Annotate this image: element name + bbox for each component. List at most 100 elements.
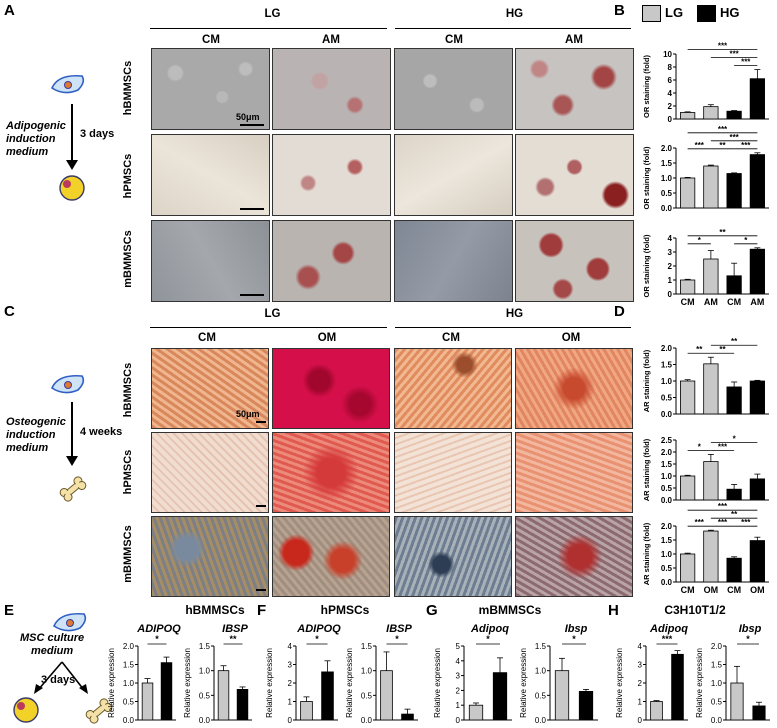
y-tick-label: 2 [456,686,461,695]
arrow-head-a [66,160,78,170]
x-tick-label: CM [727,585,741,595]
bar [680,380,696,415]
sig-label: ** [696,345,703,354]
y-tick-label: 2.0 [661,144,673,153]
bar [726,173,742,209]
y-tick-label: 2 [668,262,673,271]
y-tick-label: 1.0 [361,667,373,676]
group-lg-line-c [150,327,387,328]
row-label-mbmmscs-a: mBMMSCs [122,230,134,288]
group-lg-label: LG [264,8,281,20]
micrograph-a-hpmscs-lg-am [272,134,391,216]
bar [726,488,742,501]
gene-title: IBSP [386,623,412,635]
sig-label: ** [731,337,738,346]
y-tick-label: 0.0 [661,204,673,212]
sig-label: *** [729,50,739,59]
schematic-line-c-2: induction [6,429,56,441]
gene-title: IBSP [222,623,248,635]
bar [236,689,249,721]
y-tick-label: 1.0 [661,550,673,559]
duration-c: 4 weeks [80,426,123,438]
sig-label: ** [719,345,726,354]
micrograph-a-hbmmscs-lg-am [272,48,391,130]
bar [749,154,765,209]
y-tick-label: 3 [288,661,293,670]
y-tick-label: 4 [668,234,673,243]
gene-title: Ibsp [565,623,588,635]
bar [749,380,765,415]
group-hg-line-c [395,327,631,328]
panel-label-g: G [426,602,438,619]
y-axis-label: AR staining (fold) [642,438,651,501]
y-tick-label: 4 [288,642,293,651]
y-tick-label: 2 [638,679,643,688]
micrograph-a-hpmscs-hg-cm [394,134,513,216]
schematic-line-e-2: medium [31,645,74,657]
sig-label: * [315,634,319,644]
arrow-shaft-c [71,402,73,462]
col-om-lg-c: OM [317,332,337,344]
schematic-line-a-3: medium [6,146,49,158]
bar [726,110,742,120]
bar [749,478,765,501]
y-tick-label: 4 [668,89,673,98]
sig-label: * [744,236,748,245]
gene-title: ADIPOQ [136,623,181,635]
y-tick-label: 6 [668,76,673,85]
sig-label: *** [695,518,705,527]
sig-label: *** [741,518,751,527]
bar [703,530,719,583]
y-tick-label: 1.5 [661,460,673,469]
bar [680,112,696,120]
bar [650,701,663,721]
group-hg-label-c: HG [505,308,524,320]
micrograph-a-hbmmscs-lg-cm [151,48,270,130]
sig-label: *** [718,518,728,527]
y-tick-label: 0.5 [661,484,673,493]
y-axis-label: OR staining (fold) [642,146,651,209]
y-tick-label: 0.5 [661,564,673,573]
legend-hg-swatch [697,5,716,22]
y-tick-label: 0.0 [661,578,673,587]
panel-label-c: C [4,303,15,320]
chart-d2: AR staining (fold)0.00.51.01.52.02.5****… [642,434,769,504]
y-tick-label: 0.5 [661,189,673,198]
col-om-hg-c: OM [561,332,581,344]
sig-label: *** [729,133,739,142]
micrograph-a-mbmmscs-lg-cm [151,220,270,302]
adipocyte-icon-e [13,697,39,723]
y-tick-label: 0.0 [661,496,673,504]
group-hg-label: HG [505,8,524,20]
y-tick-label: 4 [638,642,643,651]
y-tick-label: 0 [668,115,673,123]
group-title-f: hPMSCs [320,603,370,617]
y-tick-label: 0.0 [199,716,211,725]
sig-label: ** [719,228,726,237]
gene-title: Ibsp [739,623,762,635]
sig-label: * [733,434,737,443]
y-tick-label: 0 [668,290,673,299]
y-tick-label: 0.0 [535,716,547,725]
sig-label: *** [662,634,673,644]
schematic-text-c: Osteogenic induction medium [6,416,66,455]
y-tick-label: 1.5 [199,642,211,651]
sig-label: *** [741,58,751,67]
micrograph-a-hbmmscs-hg-am [515,48,634,130]
sig-label: * [746,634,750,644]
y-tick-label: 8 [668,63,673,72]
y-axis-label: Relative expression [183,648,192,718]
bar [749,78,765,120]
col-cm-lg: CM [202,34,220,46]
sig-label: * [155,634,159,644]
scale-bar-c-2 [256,505,266,507]
y-tick-label: 2 [288,679,293,688]
y-tick-label: 1.0 [661,472,673,481]
y-axis-label: AR staining (fold) [642,522,651,585]
scale-label-a: 50μm [236,112,260,122]
sig-label: * [698,236,702,245]
bar [703,165,719,209]
y-tick-label: 0.5 [535,691,547,700]
